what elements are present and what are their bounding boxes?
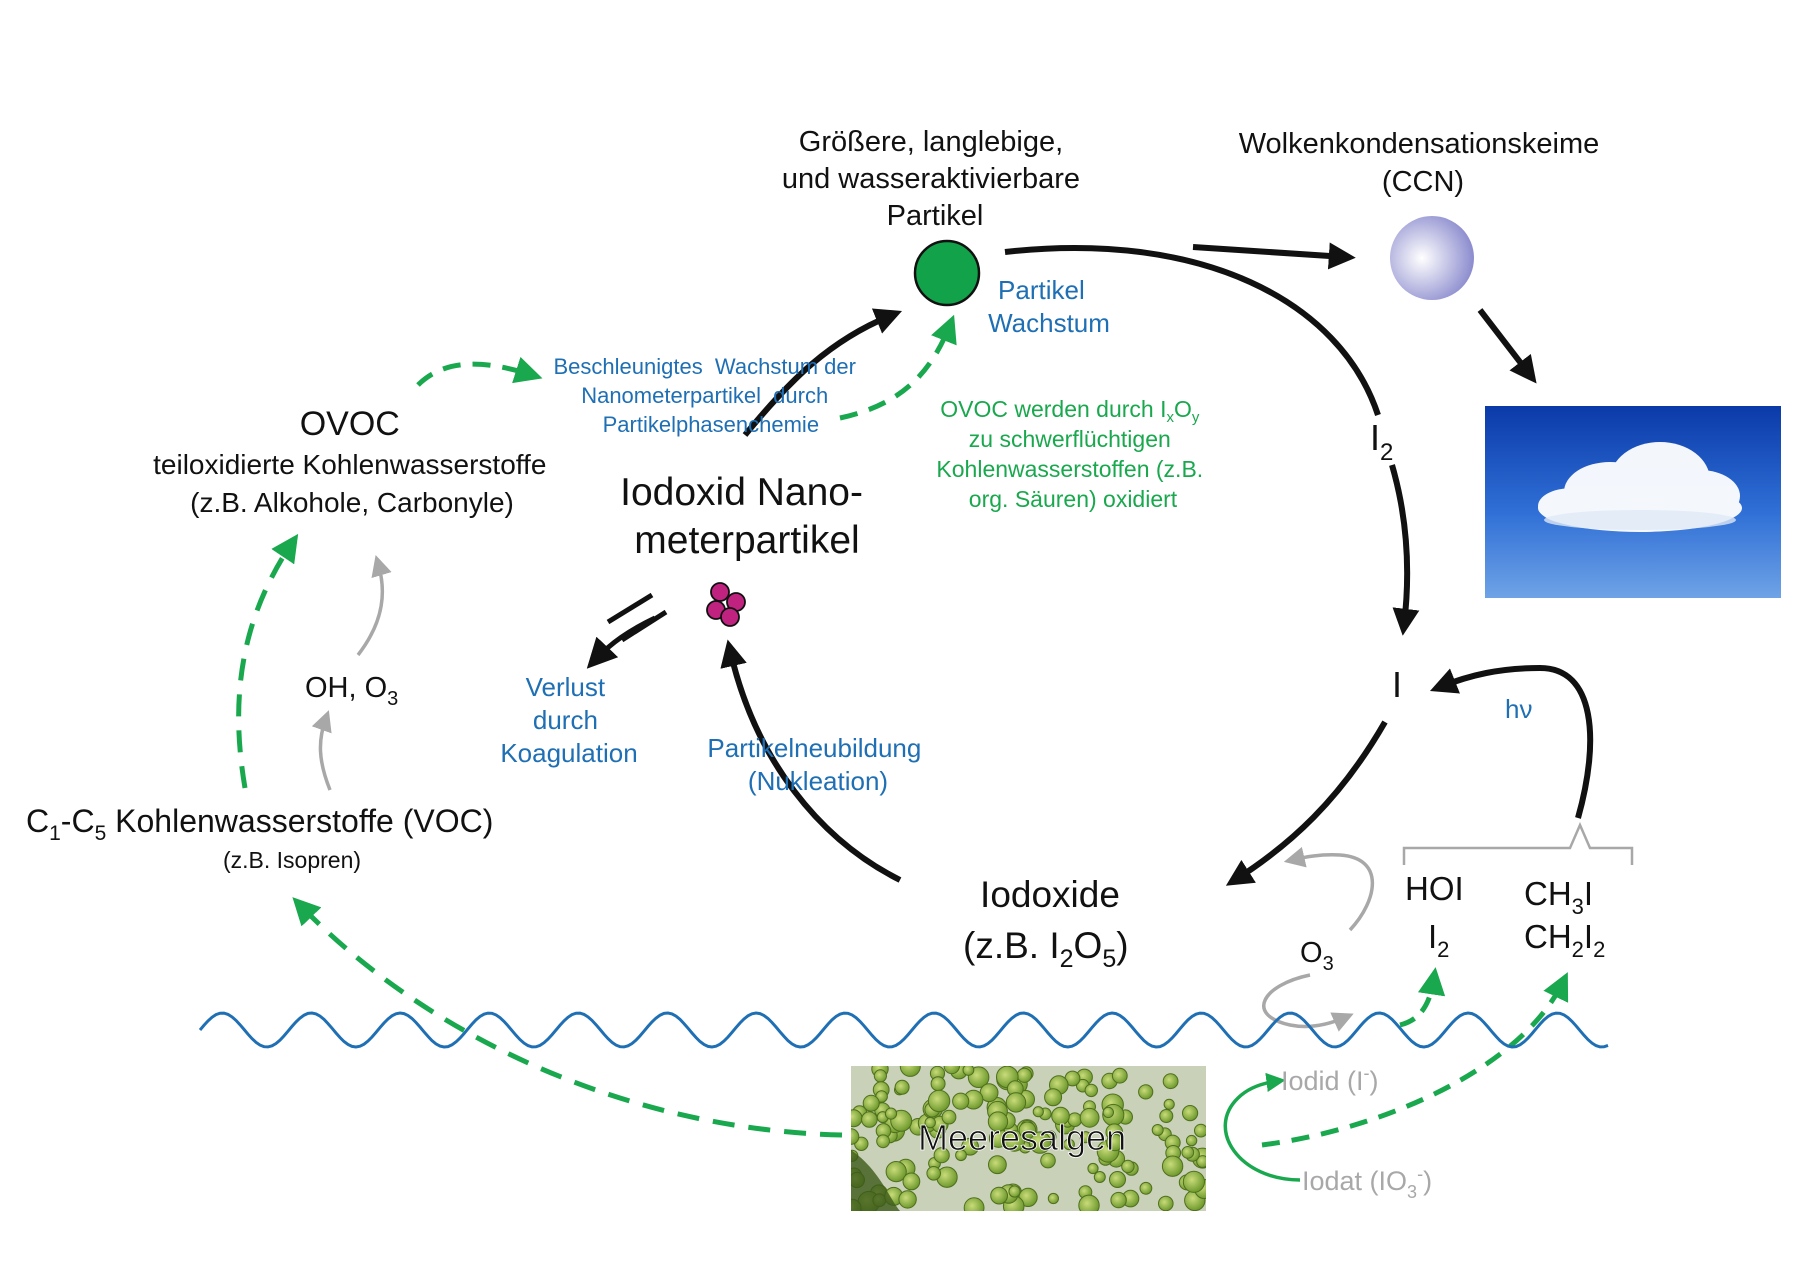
arrow-algae-to-voc-dashed [292, 897, 843, 1138]
cycle-arrow-i-to-iodoxides [1225, 720, 1388, 886]
label-o3: O3 [1300, 937, 1334, 975]
label-hoi: HOI [1405, 870, 1464, 907]
label-particle-growth: Partikel Wachstum [988, 275, 1110, 338]
label-nanoparticles: Iodoxid Nano- meterpartikel [620, 471, 874, 562]
label-i2: I2 [1370, 417, 1393, 466]
cloud-image [1485, 406, 1781, 598]
arrow-o3-to-iodoxides [1283, 846, 1375, 932]
label-iodine-atom: I [1392, 664, 1402, 705]
arrow-voc-to-oh-o3 [311, 710, 332, 791]
label-oh-o3: OH, O3 [305, 672, 398, 710]
arrow-hv-photolysis [1429, 664, 1594, 819]
arrow-voc-to-ovoc-dashed [236, 533, 299, 789]
arrow-oh-o3-to-ovoc [356, 554, 392, 657]
label-seaweed: Meeresalgen [918, 1117, 1126, 1158]
large-particle [913, 239, 981, 307]
arrow-ovoc-to-growth-dashed [416, 356, 543, 387]
label-ovoc-oxidation: OVOC werden durch IxOy zu schwerflüchtig… [936, 396, 1209, 512]
label-iodoxides-formula: (z.B. I2O5) [963, 925, 1129, 973]
arrow-iodate-to-ch3i-dashed [1261, 972, 1569, 1148]
seaweed-image [851, 1066, 1206, 1211]
cycle-arrow-growth-to-particle [742, 308, 903, 437]
label-voc-example: (z.B. Isopren) [223, 847, 361, 873]
label-ccn: Wolkenkondensationskeime (CCN) [1239, 128, 1608, 198]
sea-surface-wave [198, 1011, 1609, 1049]
cycle-arrow-i2-to-i [1389, 464, 1420, 636]
cycle-arc-particles-to-i2 [1004, 245, 1381, 416]
label-hoi-i2: I2 [1428, 918, 1449, 962]
ccn-particle [1390, 216, 1474, 300]
arrow-ccn-to-cloud [1477, 308, 1537, 384]
label-large-particles: Größere, langlebige, und wasseraktivierb… [782, 126, 1088, 232]
label-accelerated-growth: Beschleunigtes Wachstum der Nanometerpar… [0, 0, 887, 437]
cycle-arrow-nucleation [720, 639, 902, 883]
arrow-particle-to-ccn [1192, 242, 1356, 270]
bracket-hoi-ch3i [1402, 821, 1634, 865]
blocked-mark-1 [606, 592, 654, 625]
label-iodoxides: Iodoxide [980, 874, 1120, 915]
label-ch3i: CH3I [1524, 875, 1593, 919]
arrow-o3-cycle-lower [1262, 973, 1354, 1032]
label-iodide: Iodid (I-) [1281, 1063, 1379, 1096]
label-hv: hν [1505, 694, 1532, 724]
arrow-growth-to-particle-dashed [839, 314, 957, 421]
blocked-mark-2 [620, 609, 668, 643]
label-coagulation-loss: Verlust durch Koagulation [500, 672, 637, 768]
arrow-sea-to-hoi-dashed [1399, 967, 1446, 1028]
label-ovoc: OVOC teiloxidierte Kohlenwasserstoffe (z… [153, 405, 551, 518]
label-iodate: Iodat (IO3-) [1302, 1164, 1432, 1202]
label-nucleation: Partikelneubildung (Nukleation) [707, 733, 928, 796]
label-voc: C1-C5 Kohlenwasserstoffe (VOC) [26, 803, 493, 845]
label-ch2i2: CH2I2 [1524, 918, 1605, 962]
nanoparticle-cluster [706, 582, 746, 627]
arrow-iodate-to-iodide [1223, 1072, 1301, 1182]
